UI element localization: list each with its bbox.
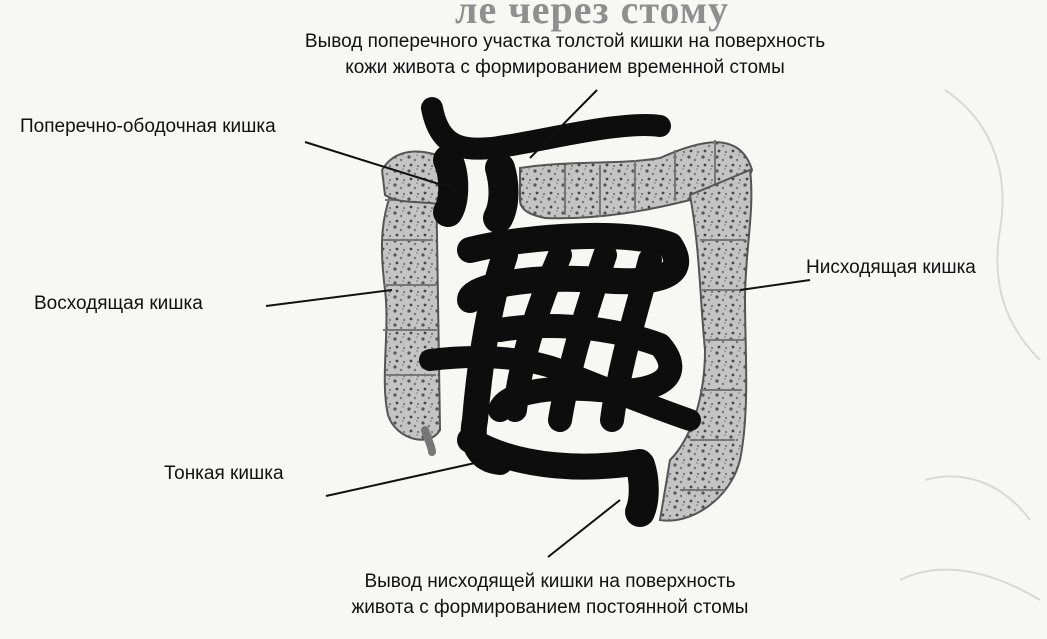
leader-transverse-colon [304, 141, 459, 191]
label-small-intestine: Тонкая кишка [164, 463, 284, 484]
leader-lines [265, 89, 811, 558]
label-descending-stoma-line2: живота с формированием постоянной стомы [351, 597, 749, 618]
partial-header-text: ле через стому [455, 0, 729, 32]
leader-transverse-stoma [529, 89, 598, 159]
label-transverse-stoma-line2: кожи живота с формированием временной ст… [345, 57, 785, 78]
leader-ascending-colon [265, 289, 393, 307]
leader-descending-stoma [547, 499, 621, 558]
label-descending-stoma-line1: Вывод нисходящей кишки на поверхность [364, 571, 736, 592]
background-sketch [899, 89, 1041, 601]
label-ascending-colon: Восходящая кишка [34, 293, 203, 314]
label-descending-colon: Нисходящая кишка [806, 257, 976, 278]
label-transverse-stoma-line1: Вывод поперечного участка толстой кишки … [304, 31, 826, 52]
leader-descending-colon [739, 279, 811, 291]
leader-small-intestine [325, 462, 476, 497]
transverse-stoma-loop [421, 97, 671, 233]
descending-colon [658, 168, 753, 522]
small-intestine [419, 222, 701, 527]
ascending-colon [380, 166, 442, 456]
label-transverse-colon: Поперечно-ободочная кишка [20, 116, 276, 137]
